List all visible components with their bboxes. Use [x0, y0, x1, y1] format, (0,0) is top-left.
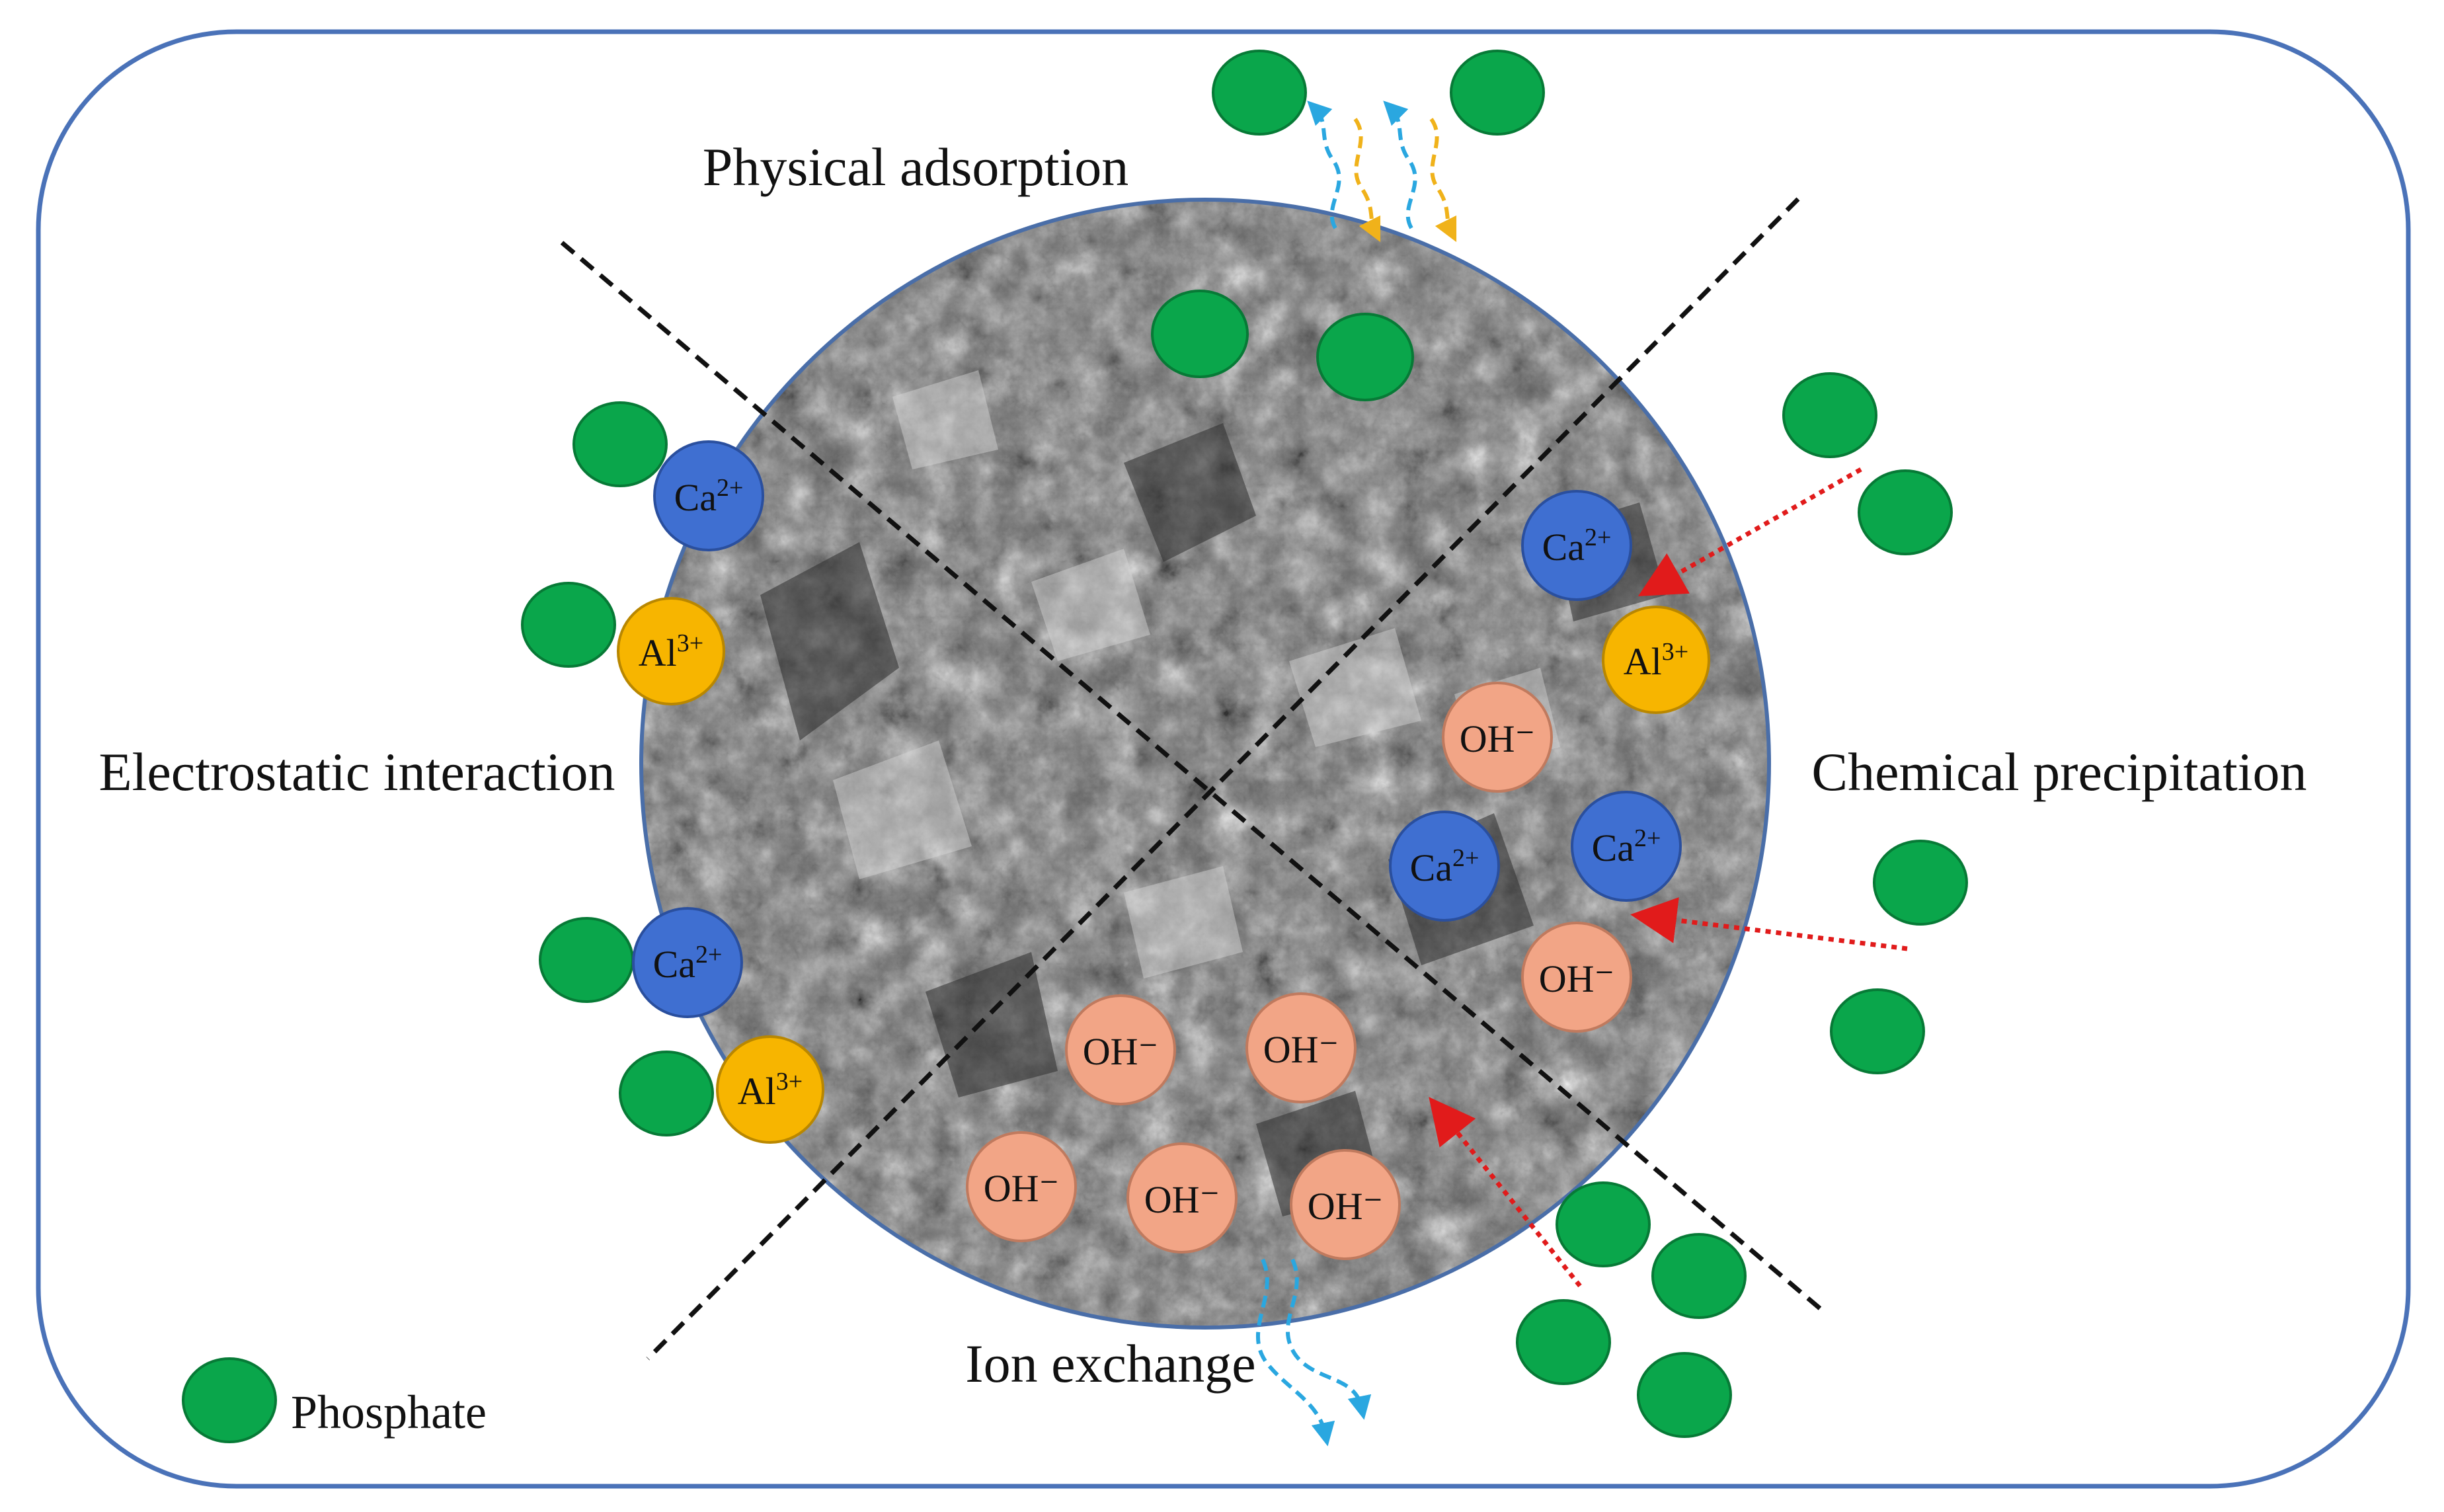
svg-text:Al3+: Al3+ [738, 1068, 803, 1113]
label-electrostatic-interaction: Electrostatic interaction [99, 742, 615, 802]
particle-outline [639, 198, 1771, 1330]
legend-phosphate-label: Phosphate [291, 1386, 487, 1439]
ca-ion: Ca2+ [1389, 811, 1500, 922]
phosphate-circle [619, 1051, 714, 1136]
svg-text:OH⁻: OH⁻ [1263, 1028, 1339, 1071]
blue-wave-arrow-up-2 [1383, 100, 1417, 229]
phosphate-circle [572, 401, 668, 487]
blue-wave-arrow-down-1 [1256, 1258, 1335, 1447]
phosphate-circle [1151, 290, 1249, 378]
red-arrow-1 [1637, 467, 1862, 596]
phosphate-circle [539, 917, 634, 1003]
svg-text:Ca2+: Ca2+ [1410, 844, 1479, 889]
blue-wave-arrow-down-2 [1286, 1258, 1372, 1420]
calcium-ions: Ca2+ Ca2+ Ca2+ Ca2+ Ca2+ [632, 440, 1682, 1018]
orange-wave-arrow-down-2 [1429, 118, 1457, 243]
svg-text:Ca2+: Ca2+ [1542, 524, 1612, 569]
al-ion: Al3+ [1602, 606, 1710, 714]
phosphate-group [182, 50, 1968, 1443]
phosphate-circle [1516, 1299, 1611, 1385]
phosphate-circle [1858, 469, 1953, 555]
label-physical-adsorption: Physical adsorption [703, 137, 1129, 197]
ca-ion: Ca2+ [653, 440, 764, 551]
phosphate-circle [1873, 840, 1968, 926]
oh-ion: OH⁻ [1126, 1142, 1238, 1253]
phosphate-circle [1651, 1233, 1747, 1319]
oh-ion: OH⁻ [1521, 922, 1632, 1033]
physical-adsorption-arrows [1307, 100, 1457, 243]
phosphate-circle [521, 582, 616, 668]
svg-text:OH⁻: OH⁻ [1308, 1185, 1383, 1228]
phosphate-circle [1830, 988, 1925, 1074]
al-ion: Al3+ [617, 597, 725, 705]
phosphate-circle [1556, 1181, 1651, 1267]
divider-ne-sw [646, 197, 1800, 1361]
ca-ion: Ca2+ [632, 907, 743, 1018]
label-chemical-precipitation: Chemical precipitation [1811, 742, 2306, 802]
svg-text:Ca2+: Ca2+ [1592, 824, 1661, 869]
phosphate-circle [1316, 313, 1414, 401]
label-ion-exchange: Ion exchange [965, 1333, 1255, 1394]
adsorbent-particle [641, 200, 1769, 1328]
phosphate-circle [1782, 372, 1877, 458]
diagram-frame [36, 29, 2411, 1489]
oh-ion: OH⁻ [1442, 682, 1553, 793]
ion-exchange-arrows [1256, 1258, 1372, 1447]
red-arrow-3 [1429, 1097, 1582, 1288]
oh-ion: OH⁻ [1065, 994, 1176, 1105]
legend-phosphate-icon [182, 1357, 277, 1443]
svg-text:OH⁻: OH⁻ [1539, 957, 1614, 1000]
svg-text:Al3+: Al3+ [639, 629, 703, 674]
red-arrow-2 [1630, 897, 1908, 951]
svg-text:OH⁻: OH⁻ [1144, 1178, 1220, 1221]
svg-text:Ca2+: Ca2+ [653, 941, 723, 986]
blue-wave-arrow-up-1 [1307, 100, 1341, 229]
svg-text:OH⁻: OH⁻ [1083, 1030, 1158, 1073]
aluminium-ions: Al3+ Al3+ Al3+ [617, 597, 1710, 1144]
oh-ion: OH⁻ [966, 1131, 1077, 1242]
phosphate-circle [1637, 1352, 1732, 1438]
hydroxide-ions: OH⁻ OH⁻ OH⁻ OH⁻ OH⁻ OH⁻ OH⁻ [966, 682, 1632, 1260]
al-ion: Al3+ [716, 1035, 824, 1144]
phosphate-circle [1450, 50, 1545, 136]
ca-ion: Ca2+ [1571, 791, 1682, 902]
svg-text:Al3+: Al3+ [1624, 638, 1688, 683]
oh-ion: OH⁻ [1290, 1149, 1401, 1260]
ca-ion: Ca2+ [1521, 490, 1632, 601]
oh-ion: OH⁻ [1245, 992, 1357, 1103]
orange-wave-arrow-down-1 [1353, 118, 1381, 243]
precipitation-arrows [1429, 467, 1908, 1288]
svg-text:OH⁻: OH⁻ [1460, 717, 1535, 760]
phosphate-circle [1212, 50, 1307, 136]
svg-text:Ca2+: Ca2+ [674, 474, 744, 519]
svg-text:OH⁻: OH⁻ [984, 1167, 1059, 1210]
